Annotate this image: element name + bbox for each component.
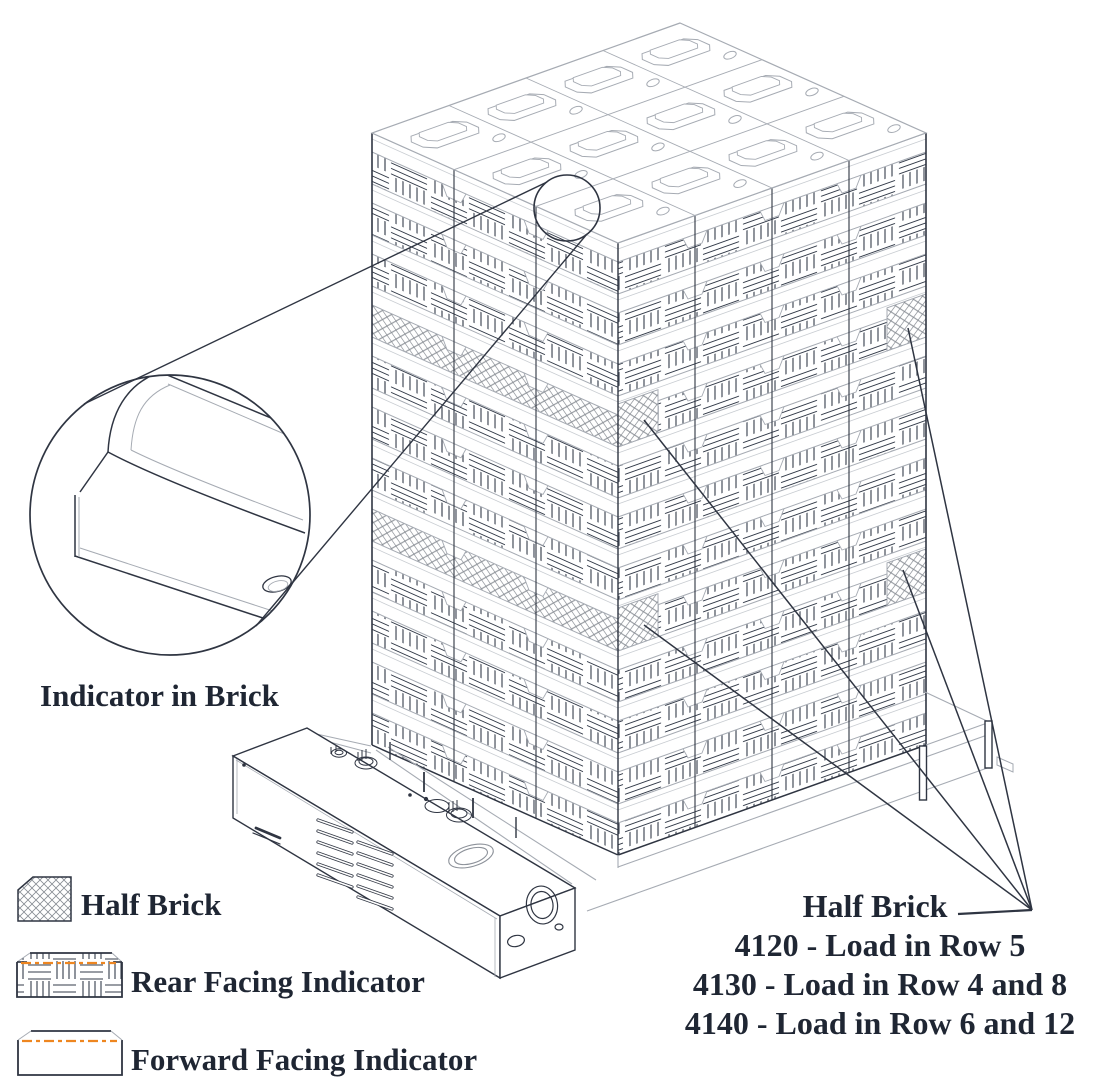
callout-source-circle [533, 174, 601, 242]
callout-label: Indicator in Brick [40, 678, 280, 713]
half-brick-leader [902, 569, 1033, 911]
note-dash [957, 908, 1033, 916]
pallet-base [231, 691, 1014, 980]
half-brick-icon [17, 876, 72, 922]
callout-brick-closeup [74, 375, 306, 625]
half-brick-leader [907, 327, 1033, 911]
labels: Indicator in Brick Half Brick Rear Facin… [40, 678, 1075, 1077]
vent-louvres [316, 818, 394, 911]
deck-corner-bracket [996, 756, 1014, 773]
note-line-4130: 4130 - Load in Row 4 and 8 [693, 966, 1067, 1002]
callout-tangent-lines [83, 181, 588, 627]
legend-label-forward-facing: Forward Facing Indicator [131, 1042, 477, 1077]
half-brick-leader-lines [643, 327, 1033, 916]
legend-label-rear-facing: Rear Facing Indicator [131, 964, 425, 999]
side-notch [252, 826, 282, 845]
rear-facing-indicator-icon [16, 952, 123, 998]
callout-circle [29, 374, 311, 656]
half-brick-leader [643, 419, 1033, 911]
brick-stack [370, 22, 928, 856]
detail-callout [29, 174, 601, 656]
note-line-4140: 4140 - Load in Row 6 and 12 [685, 1005, 1075, 1041]
legend-label-half-brick: Half Brick [81, 887, 222, 922]
top-face-hole [448, 843, 494, 869]
note-title: Half Brick [803, 888, 948, 924]
legend [16, 876, 123, 1076]
forward-facing-indicator-icon [17, 1030, 123, 1076]
note-line-4120: 4120 - Load in Row 5 [735, 927, 1026, 963]
half-brick-leader [643, 624, 1033, 911]
top-fittings [242, 745, 472, 823]
end-face-hole [507, 885, 564, 948]
